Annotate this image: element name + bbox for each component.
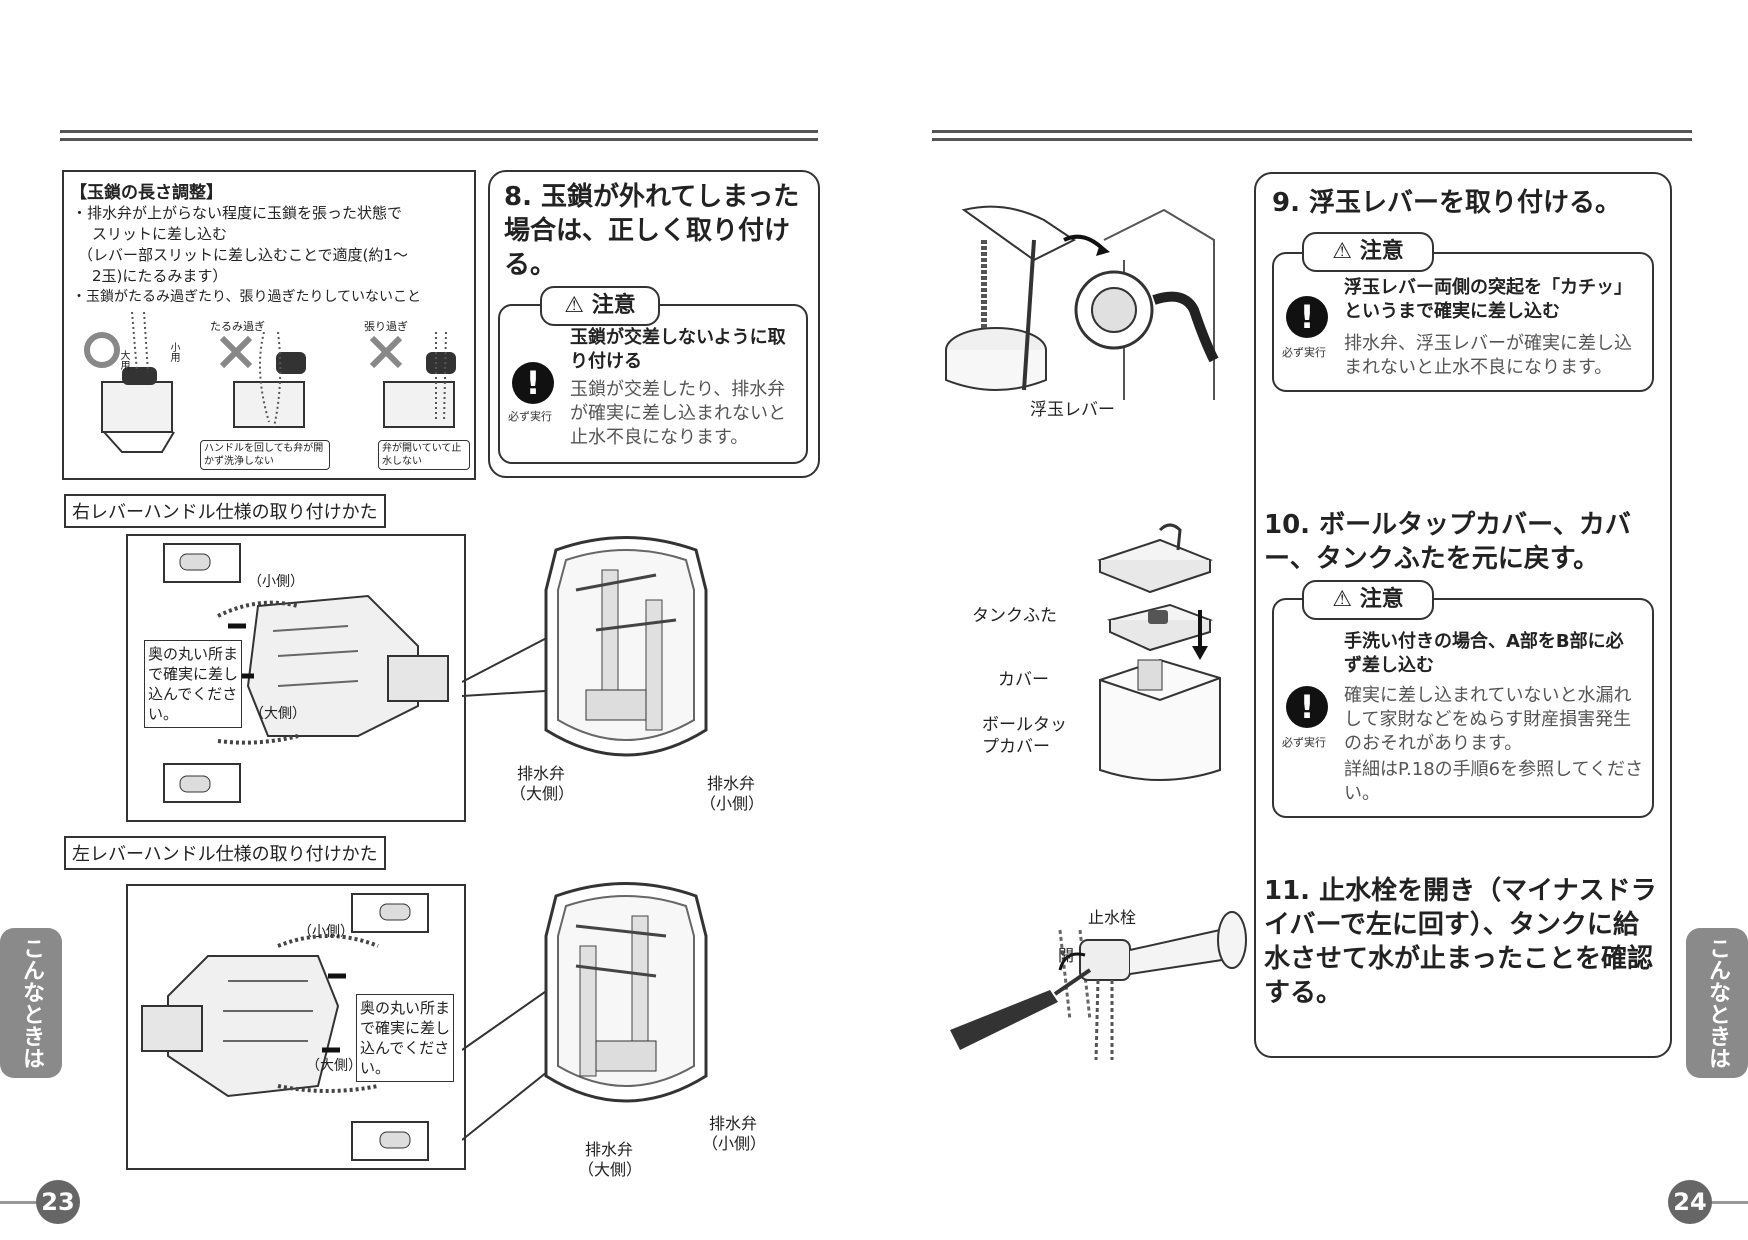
large-side-label: （大側） xyxy=(250,706,306,722)
ball-tap-cover-label: ボールタップカバー xyxy=(982,715,1067,757)
chain-adjust-box: 【玉鎖の長さ調整】 ・排水弁が上がらない程度に玉鎖を張った状態で スリットに差し… xyxy=(62,170,476,480)
warning-icon: ⚠ xyxy=(1332,239,1353,264)
caution-label: 注意 xyxy=(1359,239,1404,264)
left-lever-diagram: （小側） （大側） 奥の丸い所まで確実に差し込んでください。 xyxy=(126,884,466,1170)
chain-adjust-line: 2玉)にたるみます） xyxy=(92,267,228,285)
right-lever-heading: 右レバーハンドル仕様の取り付けかた xyxy=(64,494,386,528)
float-lever-figure xyxy=(945,205,1219,400)
exclamation-icon: ! xyxy=(1286,296,1328,338)
step10-title: 10. ボールタップカバー、カバー、タンクふたを元に戻す。 xyxy=(1264,510,1631,574)
exclamation-icon: ! xyxy=(512,362,554,404)
small-side-label: （小側） xyxy=(298,924,354,940)
left-lever-drawing xyxy=(141,893,429,1161)
right-lever-diagram: （小側） （大側） 奥の丸い所まで確実に差し込んでください。 xyxy=(126,534,466,822)
must-do-label: 必ず実行 xyxy=(508,410,552,423)
chain-tight-figure xyxy=(369,332,456,428)
insert-note: 奥の丸い所まで確実に差し込んでください。 xyxy=(144,640,242,728)
chain-adjust-line: （レバー部スリットに差し込むことで適度(約1～ xyxy=(78,246,408,264)
valve-large-label: 排水弁（大側） xyxy=(510,764,575,803)
step10-caution-bold: 手洗い付きの場合、A部をB部に必ず差し込む xyxy=(1344,631,1624,676)
page-number-left: 23 xyxy=(36,1180,80,1224)
stop-valve-label: 止水栓 xyxy=(1088,908,1137,927)
right-side-tab[interactable]: こんなときは xyxy=(1686,928,1748,1078)
left-lever-heading: 左レバーハンドル仕様の取り付けかた xyxy=(64,836,386,870)
chain-ok-figure xyxy=(84,312,175,453)
warning-icon: ⚠ xyxy=(564,293,585,318)
caution-label: 注意 xyxy=(1359,587,1404,612)
right-lever-drawing xyxy=(163,543,449,803)
chain-adjust-line: ・排水弁が上がらない程度に玉鎖を張った状態で xyxy=(72,204,403,222)
chain-adjust-title: 【玉鎖の長さ調整】 xyxy=(70,183,223,203)
warning-icon: ⚠ xyxy=(1332,587,1353,612)
tank-cover-figure xyxy=(1097,523,1221,781)
chain-slack-figure xyxy=(219,332,306,428)
valve-small-label: 排水弁（小側） xyxy=(702,1114,767,1153)
exclamation-icon: ! xyxy=(1286,686,1328,728)
step11-title: 11. 止水栓を開き（マイナスドライバーで左に回す）、タンクに給水させて水が止ま… xyxy=(1264,876,1657,1008)
step9-caution-text: 排水弁、浮玉レバーが確実に差し込まれないと止水不良になります。 xyxy=(1344,333,1632,378)
right-lever-tank xyxy=(544,536,708,757)
step8-title: 8. 玉鎖が外れてしまった場合は、正しく取り付ける。 xyxy=(504,182,800,280)
caution-label: 注意 xyxy=(591,293,636,318)
step8-caution-tab: ⚠ 注意 xyxy=(540,286,660,326)
step9-caution-bold: 浮玉レバー両側の突起を「カチッ」というまで確実に差し込む xyxy=(1344,277,1632,322)
insert-note: 奥の丸い所まで確実に差し込んでください。 xyxy=(356,994,454,1082)
chain-adjust-line: ・玉鎖がたるみ過ぎたり、張り過ぎたりしていないこと xyxy=(72,289,422,305)
step8-caution-text: 玉鎖が交差したり、排水弁が確実に差し込まれないと止水不良になります。 xyxy=(570,379,786,448)
left-footer-line xyxy=(0,1201,40,1204)
note-tight: 弁が開いていて止水しない xyxy=(378,440,470,470)
open-label: 開 xyxy=(1058,946,1075,965)
large-side-label: （大側） xyxy=(306,1058,362,1074)
stop-valve-figure xyxy=(950,911,1247,1061)
right-footer-line xyxy=(1708,1201,1748,1204)
chain-adjust-line: スリットに差し込む xyxy=(92,225,228,243)
left-header-rule xyxy=(60,130,818,141)
large-label: 大用 xyxy=(118,350,129,370)
cover-label: カバー xyxy=(998,670,1049,690)
must-do-label: 必ず実行 xyxy=(1282,736,1326,749)
step9-caution-box xyxy=(1272,252,1654,392)
small-label: 小用 xyxy=(168,342,179,362)
valve-small-label: 排水弁（小側） xyxy=(700,774,765,813)
step10-caution-box xyxy=(1272,598,1654,818)
slack-label: たるみ過ぎ xyxy=(210,320,265,333)
valve-large-label: 排水弁（大側） xyxy=(578,1140,643,1179)
note-slack: ハンドルを回しても弁が開かず洗浄しない xyxy=(200,440,330,470)
step9-caution-tab: ⚠ 注意 xyxy=(1302,232,1434,272)
step10-caution-text2: 詳細はP.18の手順6を参照してください。 xyxy=(1344,759,1644,804)
step8-caution-bold: 玉鎖が交差しないように取り付ける xyxy=(570,327,786,372)
left-side-tab[interactable]: こんなときは xyxy=(0,928,62,1078)
step10-caution-tab: ⚠ 注意 xyxy=(1302,580,1434,620)
small-side-label: （小側） xyxy=(248,574,304,590)
page-number-right: 24 xyxy=(1668,1180,1712,1224)
float-lever-label: 浮玉レバー xyxy=(1030,400,1115,420)
left-lever-tank xyxy=(544,882,708,1103)
must-do-label: 必ず実行 xyxy=(1282,346,1326,359)
step9-title: 9. 浮玉レバーを取り付ける。 xyxy=(1272,188,1622,218)
tank-lid-label: タンクふた xyxy=(972,606,1057,626)
step10-caution-text: 確実に差し込まれていないと水漏れして家財などをぬらす財産損害発生のおそれがありま… xyxy=(1344,685,1632,754)
right-header-rule xyxy=(932,130,1692,141)
tight-label: 張り過ぎ xyxy=(364,320,408,333)
